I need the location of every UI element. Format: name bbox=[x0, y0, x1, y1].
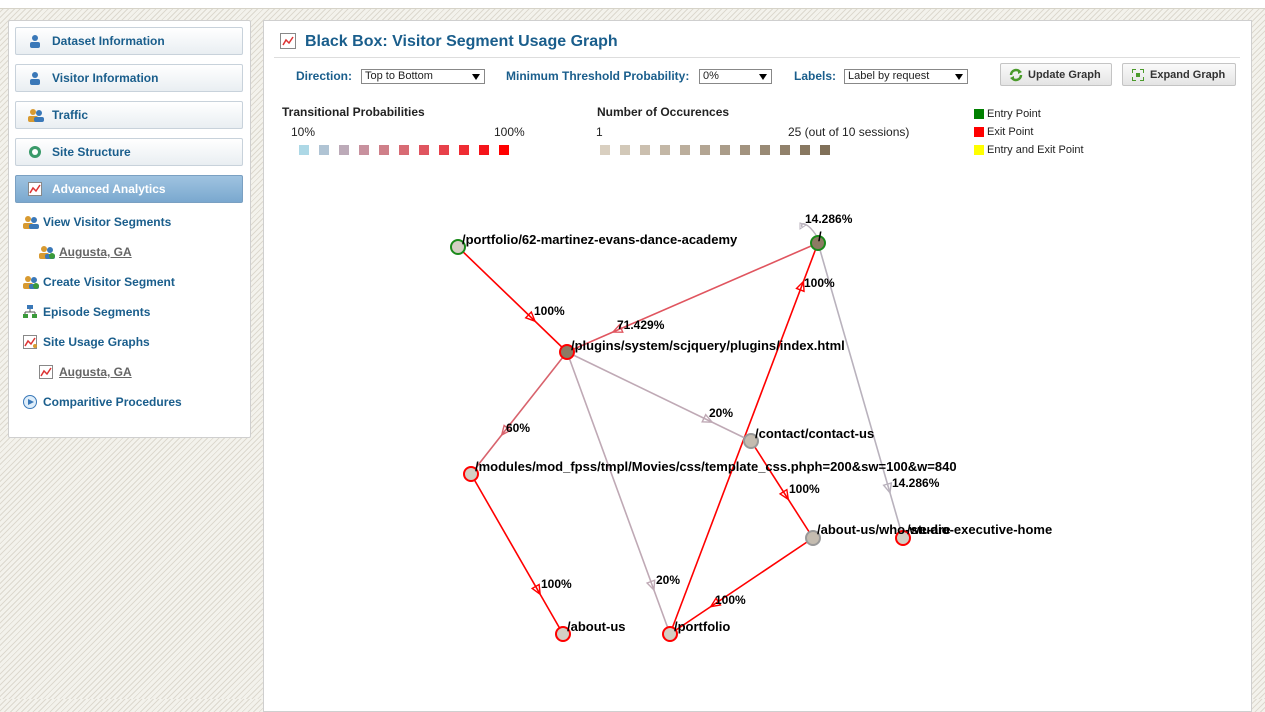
refresh-icon bbox=[1009, 68, 1023, 82]
transitional-swatch bbox=[359, 145, 369, 155]
chart-icon bbox=[28, 182, 42, 196]
chevron-down-icon bbox=[759, 74, 767, 80]
sidebar-link-augusta-segment[interactable]: Augusta, GA bbox=[39, 243, 132, 261]
transitional-swatch bbox=[399, 145, 409, 155]
occurences-swatch bbox=[700, 145, 710, 155]
occurences-swatch bbox=[600, 145, 610, 155]
labels-label: Labels: bbox=[794, 69, 837, 83]
sidebar-button-traffic[interactable]: Traffic bbox=[15, 101, 243, 129]
occurences-swatch bbox=[740, 145, 750, 155]
users-icon bbox=[23, 215, 39, 229]
sidebar-button-site-structure[interactable]: Site Structure bbox=[15, 138, 243, 166]
transitional-swatch bbox=[319, 145, 329, 155]
transitional-swatch bbox=[439, 145, 449, 155]
user-icon bbox=[28, 34, 42, 48]
occurences-swatch bbox=[680, 145, 690, 155]
sidebar-link-view-visitor-segments[interactable]: View Visitor Segments bbox=[23, 213, 171, 231]
sidebar-link-label: Comparitive Procedures bbox=[43, 395, 182, 409]
sidebar-link-label: Create Visitor Segment bbox=[43, 275, 175, 289]
sidebar-link-augusta-graph[interactable]: Augusta, GA bbox=[39, 363, 132, 381]
transitional-swatch bbox=[419, 145, 429, 155]
main-panel: Black Box: Visitor Segment Usage Graph D… bbox=[263, 20, 1252, 712]
expand-graph-button[interactable]: Expand Graph bbox=[1122, 63, 1236, 86]
top-strip bbox=[0, 0, 1265, 9]
transitional-min: 10% bbox=[291, 125, 316, 139]
occurences-swatch bbox=[720, 145, 730, 155]
play-icon bbox=[23, 395, 37, 409]
occurences-swatch bbox=[660, 145, 670, 155]
sidebar-button-label: Dataset Information bbox=[52, 34, 165, 48]
threshold-label: Minimum Threshold Probability: bbox=[506, 69, 690, 83]
sidebar-link-label: Episode Segments bbox=[43, 305, 151, 319]
occurences-max: 25 (out of 10 sessions) bbox=[788, 125, 910, 139]
sidebar-button-label: Advanced Analytics bbox=[52, 182, 166, 196]
sidebar-button-label: Visitor Information bbox=[52, 71, 159, 85]
sidebar-button-dataset-information[interactable]: Dataset Information bbox=[15, 27, 243, 55]
entry-point-label: Entry Point bbox=[987, 108, 1041, 120]
update-graph-button[interactable]: Update Graph bbox=[1000, 63, 1112, 86]
expand-icon bbox=[1131, 68, 1145, 82]
occurences-swatch bbox=[780, 145, 790, 155]
chevron-down-icon bbox=[472, 74, 480, 80]
direction-select-value: Top to Bottom bbox=[365, 70, 433, 82]
occurences-swatch bbox=[640, 145, 650, 155]
labels-select-value: Label by request bbox=[848, 70, 930, 82]
direction-select[interactable]: Top to Bottom bbox=[361, 69, 485, 84]
entry-exit-point-swatch bbox=[974, 145, 984, 155]
chevron-down-icon bbox=[955, 74, 963, 80]
threshold-select[interactable]: 0% bbox=[699, 69, 772, 84]
sidebar-button-visitor-information[interactable]: Visitor Information bbox=[15, 64, 243, 92]
sidebar: Dataset Information Visitor Information … bbox=[8, 20, 251, 438]
sidebar-link-label: Site Usage Graphs bbox=[43, 335, 150, 349]
sidebar-button-advanced-analytics[interactable]: Advanced Analytics bbox=[15, 175, 243, 203]
site-structure-icon bbox=[28, 145, 42, 159]
title-divider bbox=[274, 57, 1240, 58]
user-icon bbox=[28, 71, 42, 85]
users-icon bbox=[28, 108, 44, 122]
labels-select[interactable]: Label by request bbox=[844, 69, 968, 84]
graph-icon bbox=[280, 33, 296, 49]
hierarchy-icon bbox=[23, 305, 37, 319]
sidebar-link-create-visitor-segment[interactable]: Create Visitor Segment bbox=[23, 273, 175, 291]
occurences-swatch bbox=[620, 145, 630, 155]
exit-point-swatch bbox=[974, 127, 984, 137]
threshold-select-value: 0% bbox=[703, 70, 719, 82]
sidebar-button-label: Site Structure bbox=[52, 145, 131, 159]
transitional-swatch bbox=[339, 145, 349, 155]
sidebar-link-label: Augusta, GA bbox=[59, 245, 132, 259]
transitional-swatch bbox=[479, 145, 489, 155]
occurences-swatch bbox=[820, 145, 830, 155]
occurences-swatch bbox=[760, 145, 770, 155]
graph-icon bbox=[39, 365, 53, 379]
sidebar-link-comparitive-procedures[interactable]: Comparitive Procedures bbox=[23, 393, 182, 411]
direction-label: Direction: bbox=[296, 69, 353, 83]
sidebar-link-label: Augusta, GA bbox=[59, 365, 132, 379]
update-graph-label: Update Graph bbox=[1028, 68, 1101, 81]
transitional-swatch bbox=[459, 145, 469, 155]
entry-point-swatch bbox=[974, 109, 984, 119]
occurences-min: 1 bbox=[596, 125, 603, 139]
transitional-probabilities-title: Transitional Probabilities bbox=[282, 105, 425, 119]
page-title: Black Box: Visitor Segment Usage Graph bbox=[305, 33, 618, 50]
entry-exit-point-label: Entry and Exit Point bbox=[987, 144, 1084, 156]
sidebar-link-episode-segments[interactable]: Episode Segments bbox=[23, 303, 150, 321]
exit-point-label: Exit Point bbox=[987, 126, 1034, 138]
transitional-swatch bbox=[299, 145, 309, 155]
transitional-swatch bbox=[499, 145, 509, 155]
transitional-swatch bbox=[379, 145, 389, 155]
transitional-max: 100% bbox=[494, 125, 525, 139]
occurences-swatch bbox=[800, 145, 810, 155]
sidebar-link-label: View Visitor Segments bbox=[43, 215, 172, 229]
users-add-icon bbox=[39, 245, 55, 259]
sidebar-button-label: Traffic bbox=[52, 108, 89, 122]
expand-graph-label: Expand Graph bbox=[1150, 68, 1226, 81]
sidebar-link-site-usage-graphs[interactable]: Site Usage Graphs bbox=[23, 333, 150, 351]
occurences-title: Number of Occurences bbox=[597, 105, 730, 119]
users-add-icon bbox=[23, 275, 39, 289]
graph-icon bbox=[23, 335, 37, 349]
